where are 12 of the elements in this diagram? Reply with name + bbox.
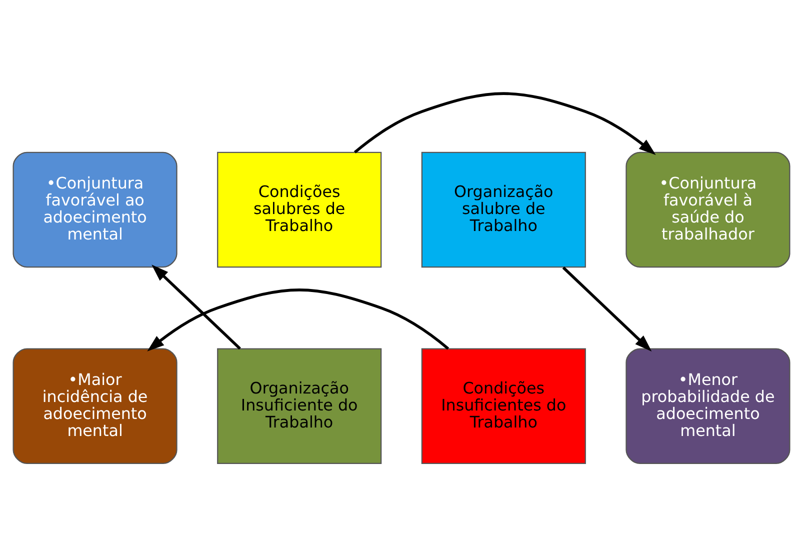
node-box: Condições Insuficientes do Trabalho (421, 348, 586, 464)
arrow (562, 266, 652, 352)
arrow (147, 288, 450, 351)
node-box: •Conjuntura favorável à saúde do trabalhador (626, 151, 790, 268)
node-box: Condições salubres de Trabalho (217, 151, 382, 268)
node-box: •Maior incidência de adoecimento mental (12, 348, 178, 464)
arrow (354, 92, 656, 155)
node-box: Organização salubre de Trabalho (421, 151, 586, 268)
node-box: Organização Insuficiente do Trabalho (217, 348, 382, 464)
node-box: •Conjuntura favorável ao adoecimento mental (12, 151, 178, 268)
node-box: •Menor probabilidade de adoecimento mental (626, 348, 790, 464)
arrow (152, 264, 241, 350)
